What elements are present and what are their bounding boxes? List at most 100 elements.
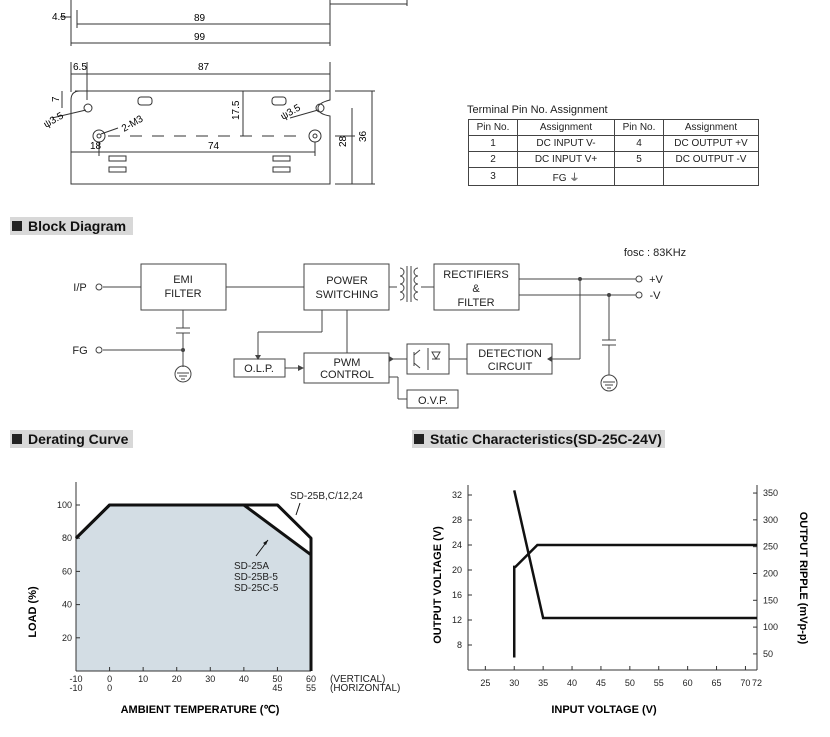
block-diagram: fosc : 83KHz I/P FG EMI FILTER POWER SWI… [72, 247, 686, 409]
x-tick-label-horizontal: 55 [306, 683, 316, 693]
x-axis-suffix: (HORIZONTAL) [330, 683, 400, 694]
x-tick-label: 40 [239, 674, 249, 684]
dim-74: 74 [208, 141, 220, 152]
x-tick-label: 60 [306, 674, 316, 684]
y-right-tick-label: 100 [763, 622, 778, 632]
section-bullet-icon [12, 221, 22, 231]
section-derating-curve: Derating Curve [10, 430, 133, 448]
pwm-label-1: PWM [334, 357, 361, 369]
x-tick-label: 20 [172, 674, 182, 684]
header-assignment-2: Assignment [663, 119, 759, 136]
table-cell: DC INPUT V+ [517, 151, 615, 168]
annotation: SD-25B,C/12,24 [290, 491, 363, 502]
x-axis-label: INPUT VOLTAGE (V) [551, 704, 657, 716]
x-tick-label: 30 [509, 678, 519, 688]
y-left-tick-label: 12 [452, 615, 462, 625]
x-tick-label: 0 [107, 674, 112, 684]
det-label-2: CIRCUIT [488, 361, 533, 373]
table-header-row: Pin No. Assignment Pin No. Assignment [468, 119, 759, 136]
x-tick-label: 72 [752, 678, 762, 688]
y-axis-label: LOAD (%) [27, 586, 39, 638]
power-label-1: POWER [326, 275, 368, 287]
dim-top-89: 89 [194, 13, 206, 24]
det-label-1: DETECTION [478, 348, 542, 360]
dim-7: 7 [51, 96, 62, 102]
pwm-label-2: CONTROL [320, 369, 374, 381]
table-cell: 5 [614, 151, 664, 168]
annotation: SD-25B-5 [234, 572, 278, 583]
x-tick-label-horizontal: 45 [272, 683, 282, 693]
rect-label-2: & [472, 283, 480, 295]
table-cell: 4 [614, 135, 664, 152]
derating-area [76, 505, 311, 671]
y-left-tick-label: 28 [452, 515, 462, 525]
ip-label: I/P [73, 282, 86, 294]
table-cell: DC INPUT V- [517, 135, 615, 152]
section-static-characteristics: Static Characteristics(SD-25C-24V) [412, 430, 665, 448]
dim-hole-left: ψ3.5 [42, 110, 66, 130]
dim-18: 18 [90, 141, 102, 152]
table-cell: 1 [468, 135, 518, 152]
power-switching-box [303, 263, 390, 311]
y-left-axis-label: OUTPUT VOLTAGE (V) [432, 526, 444, 644]
y-tick-label: 80 [62, 533, 72, 543]
olp-label: O.L.P. [244, 363, 274, 375]
dim-87: 87 [198, 62, 210, 73]
x-tick-label: 40 [567, 678, 577, 688]
dim-top-99: 99 [194, 32, 206, 43]
section-title: Static Characteristics(SD-25C-24V) [430, 431, 662, 447]
rect-label-1: RECTIFIERS [443, 269, 508, 281]
x-tick-label: 70 [740, 678, 750, 688]
table-cell: DC OUTPUT +V [663, 135, 759, 152]
x-axis-suffix: (VERTICAL) [330, 674, 385, 685]
y-right-tick-label: 300 [763, 515, 778, 525]
table-row: 1 DC INPUT V- 4 DC OUTPUT +V [468, 135, 759, 152]
dim-6-5: 6.5 [73, 62, 87, 73]
fg-label: FG [72, 345, 87, 357]
header-assignment: Assignment [517, 119, 615, 136]
emi-filter-box [140, 263, 227, 311]
ovp-label: O.V.P. [418, 395, 448, 407]
y-tick-label: 60 [62, 566, 72, 576]
section-title: Derating Curve [28, 431, 129, 447]
section-bullet-icon [12, 434, 22, 444]
mechanical-drawing: 4.5 89 99 [42, 0, 408, 185]
x-axis-label: AMBIENT TEMPERATURE (℃) [121, 704, 280, 716]
x-tick-label: 65 [712, 678, 722, 688]
y-left-tick-label: 20 [452, 565, 462, 575]
table-cell: 2 [468, 151, 518, 168]
table-cell [663, 167, 759, 186]
y-left-tick-label: 8 [457, 640, 462, 650]
y-left-tick-label: 16 [452, 590, 462, 600]
series-line [512, 543, 757, 658]
x-tick-label: 10 [138, 674, 148, 684]
y-tick-label: 40 [62, 600, 72, 610]
x-tick-label: 60 [683, 678, 693, 688]
y-right-tick-label: 250 [763, 542, 778, 552]
y-left-tick-label: 24 [452, 540, 462, 550]
x-tick-label: 30 [205, 674, 215, 684]
x-tick-label: -10 [69, 674, 82, 684]
x-tick-label: 25 [480, 678, 490, 688]
dim-2-m3: 2-M3 [120, 113, 146, 134]
emi-label-2: FILTER [164, 288, 201, 300]
annotation: SD-25C-5 [234, 583, 279, 594]
table-cell: DC OUTPUT -V [663, 151, 759, 168]
x-tick-label: 50 [625, 678, 635, 688]
annotation-leader [295, 502, 301, 516]
pin-assignment-table: Pin No. Assignment Pin No. Assignment 1 … [468, 119, 759, 186]
rect-label-3: FILTER [457, 297, 494, 309]
table-row: 2 DC INPUT V+ 5 DC OUTPUT -V [468, 151, 759, 168]
y-right-tick-label: 200 [763, 568, 778, 578]
power-label-2: SWITCHING [316, 289, 379, 301]
table-cell: FG ⏚ [517, 167, 615, 186]
annotation: SD-25A [234, 561, 269, 572]
fosc-label: fosc : 83KHz [624, 247, 686, 259]
section-title: Block Diagram [28, 218, 127, 234]
header-pin-no-2: Pin No. [614, 119, 664, 136]
series-line [513, 490, 757, 620]
x-tick-label-horizontal: 0 [107, 683, 112, 693]
series-line [74, 503, 313, 671]
x-tick-label: 35 [538, 678, 548, 688]
